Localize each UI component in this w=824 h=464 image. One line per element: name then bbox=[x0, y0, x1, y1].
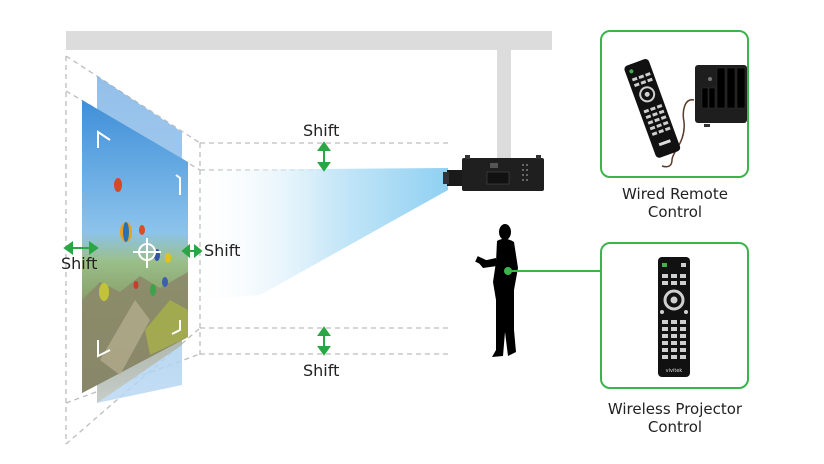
wired-remote-caption-line2: Control bbox=[647, 203, 703, 221]
shift-arrow-bottom bbox=[317, 326, 331, 356]
shift-label-top: Shift bbox=[303, 121, 340, 140]
shift-arrow-top bbox=[317, 141, 331, 172]
ceiling-mount-pole bbox=[497, 50, 511, 158]
wireless-remote-caption-line2: Control bbox=[647, 418, 703, 436]
wireless-remote-caption-line1: Wireless Projector bbox=[607, 400, 743, 418]
wired-remote-caption: Wired Remote Control bbox=[585, 185, 765, 221]
shift-label-left: Shift bbox=[61, 254, 98, 273]
shift-label-right: Shift bbox=[204, 241, 241, 260]
shift-arrow-left bbox=[63, 241, 99, 255]
person-silhouette-icon bbox=[475, 224, 518, 357]
wireless-remote-panel: vivitek bbox=[600, 242, 749, 389]
wireless-remote-caption: Wireless Projector Control bbox=[585, 400, 765, 436]
frame-corners bbox=[97, 130, 181, 358]
projection-beam bbox=[190, 168, 448, 300]
wired-remote-icon bbox=[624, 59, 747, 168]
hot-air-balloons bbox=[99, 178, 171, 301]
ceiling bbox=[66, 31, 552, 50]
shift-label-bottom: Shift bbox=[303, 361, 340, 380]
crosshair-icon bbox=[133, 238, 161, 268]
wireless-remote-icon: vivitek bbox=[658, 257, 690, 377]
wired-remote-caption-line1: Wired Remote bbox=[622, 185, 728, 203]
wired-remote-panel bbox=[600, 30, 749, 178]
remote-brand-logo: vivitek bbox=[666, 368, 683, 374]
connector-dot bbox=[504, 267, 512, 275]
projector-icon bbox=[443, 155, 544, 191]
shift-arrow-right bbox=[181, 243, 203, 259]
